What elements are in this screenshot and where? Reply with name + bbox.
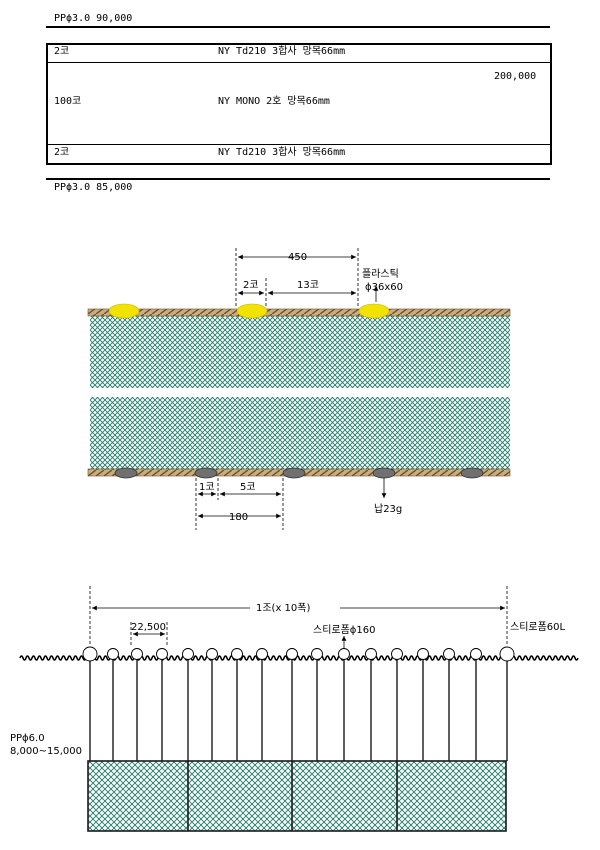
lower-net-panel — [90, 397, 510, 469]
table-row-3-spec: NY Td210 3합사 망목66mm — [218, 147, 346, 158]
upper-rope-label: PPϕ3.0 90,000 — [54, 13, 133, 24]
float-spacing-label: 450 — [288, 252, 307, 263]
net-panel-row — [87, 760, 507, 832]
set-width-label-bg — [250, 600, 340, 615]
table-divider-top — [48, 62, 550, 63]
styrofoam-float — [107, 648, 119, 660]
sinker-body-label: 5코 — [240, 482, 256, 493]
styrofoam-float — [365, 648, 377, 660]
float-dimensions — [235, 248, 379, 308]
float-name-label: 플라스틱 — [362, 268, 399, 280]
styrofoam-float — [206, 648, 218, 660]
table-row-1-count: 2코 — [54, 46, 70, 57]
lead-sinker — [460, 467, 484, 479]
plastic-float — [108, 303, 140, 319]
table-row-2-count: 100코 — [54, 96, 82, 107]
styrofoam-60l-float — [82, 646, 98, 662]
styrofoam-float — [156, 648, 168, 660]
set-width-dimension — [89, 586, 508, 649]
buoy-spacing-label: 22,500 — [131, 622, 166, 633]
styrofoam-float — [182, 648, 194, 660]
body-meshes-label: 13코 — [297, 280, 319, 291]
styrofoam-float — [286, 648, 298, 660]
upper-net-panel — [90, 316, 510, 388]
lead-sinker — [194, 467, 218, 479]
table-row-1-spec: NY Td210 3합사 망목66mm — [218, 46, 346, 57]
table-length-value: 200,000 — [494, 71, 537, 82]
net-detail-diagram: 450 2코 13코 플라스틱 ϕ36x60 1코 5코 180 납23g — [87, 248, 511, 530]
lead-sinker — [114, 467, 138, 479]
table-row-2-spec: NY MONO 2호 망목66mm — [218, 96, 330, 107]
sinker-dimensions — [195, 478, 387, 530]
styrofoam-float — [391, 648, 403, 660]
styrofoam-float — [470, 648, 482, 660]
line-length-label: 8,000~15,000 — [10, 746, 82, 757]
big-float-label: 스티로폼60L — [510, 621, 566, 633]
buoy-lines — [82, 646, 515, 761]
styrofoam-float — [131, 648, 143, 660]
plastic-float — [358, 303, 390, 319]
table-row-3-count: 2코 — [54, 147, 70, 158]
styrofoam-float — [338, 648, 350, 660]
set-width-label: 1조(x 10폭) — [256, 602, 310, 614]
styrofoam-float — [311, 648, 323, 660]
upper-rope-line — [46, 26, 550, 28]
head-rope — [87, 308, 511, 317]
selvage-meshes-label: 2코 — [243, 280, 259, 291]
lead-sinker — [282, 467, 306, 479]
sinker-selvage-label: 1코 — [199, 482, 215, 493]
small-float-label: 스티로폼ϕ160 — [313, 624, 375, 636]
table-divider-bottom — [48, 144, 550, 145]
styrofoam-float — [256, 648, 268, 660]
sea-surface-wave — [19, 655, 579, 661]
lead-sinker — [372, 467, 396, 479]
lower-rope-line — [46, 178, 550, 180]
line-spec-label: PPϕ6.0 — [10, 733, 45, 744]
float-size-label: ϕ36x60 — [365, 282, 403, 293]
sinker-weight-label: 납23g — [374, 503, 402, 515]
styrofoam-float — [443, 648, 455, 660]
styrofoam-60l-float — [499, 646, 515, 662]
sinker-spacing-label: 180 — [229, 512, 248, 523]
net-spec-table — [46, 43, 552, 165]
lower-rope-label: PPϕ3.0 85,000 — [54, 182, 133, 193]
set-overview-diagram: 1조(x 10폭) 22,500 스티로폼ϕ160 스티로폼60L PPϕ6.0… — [10, 586, 579, 832]
styrofoam-float — [417, 648, 429, 660]
plastic-float — [236, 303, 268, 319]
styrofoam-float — [231, 648, 243, 660]
